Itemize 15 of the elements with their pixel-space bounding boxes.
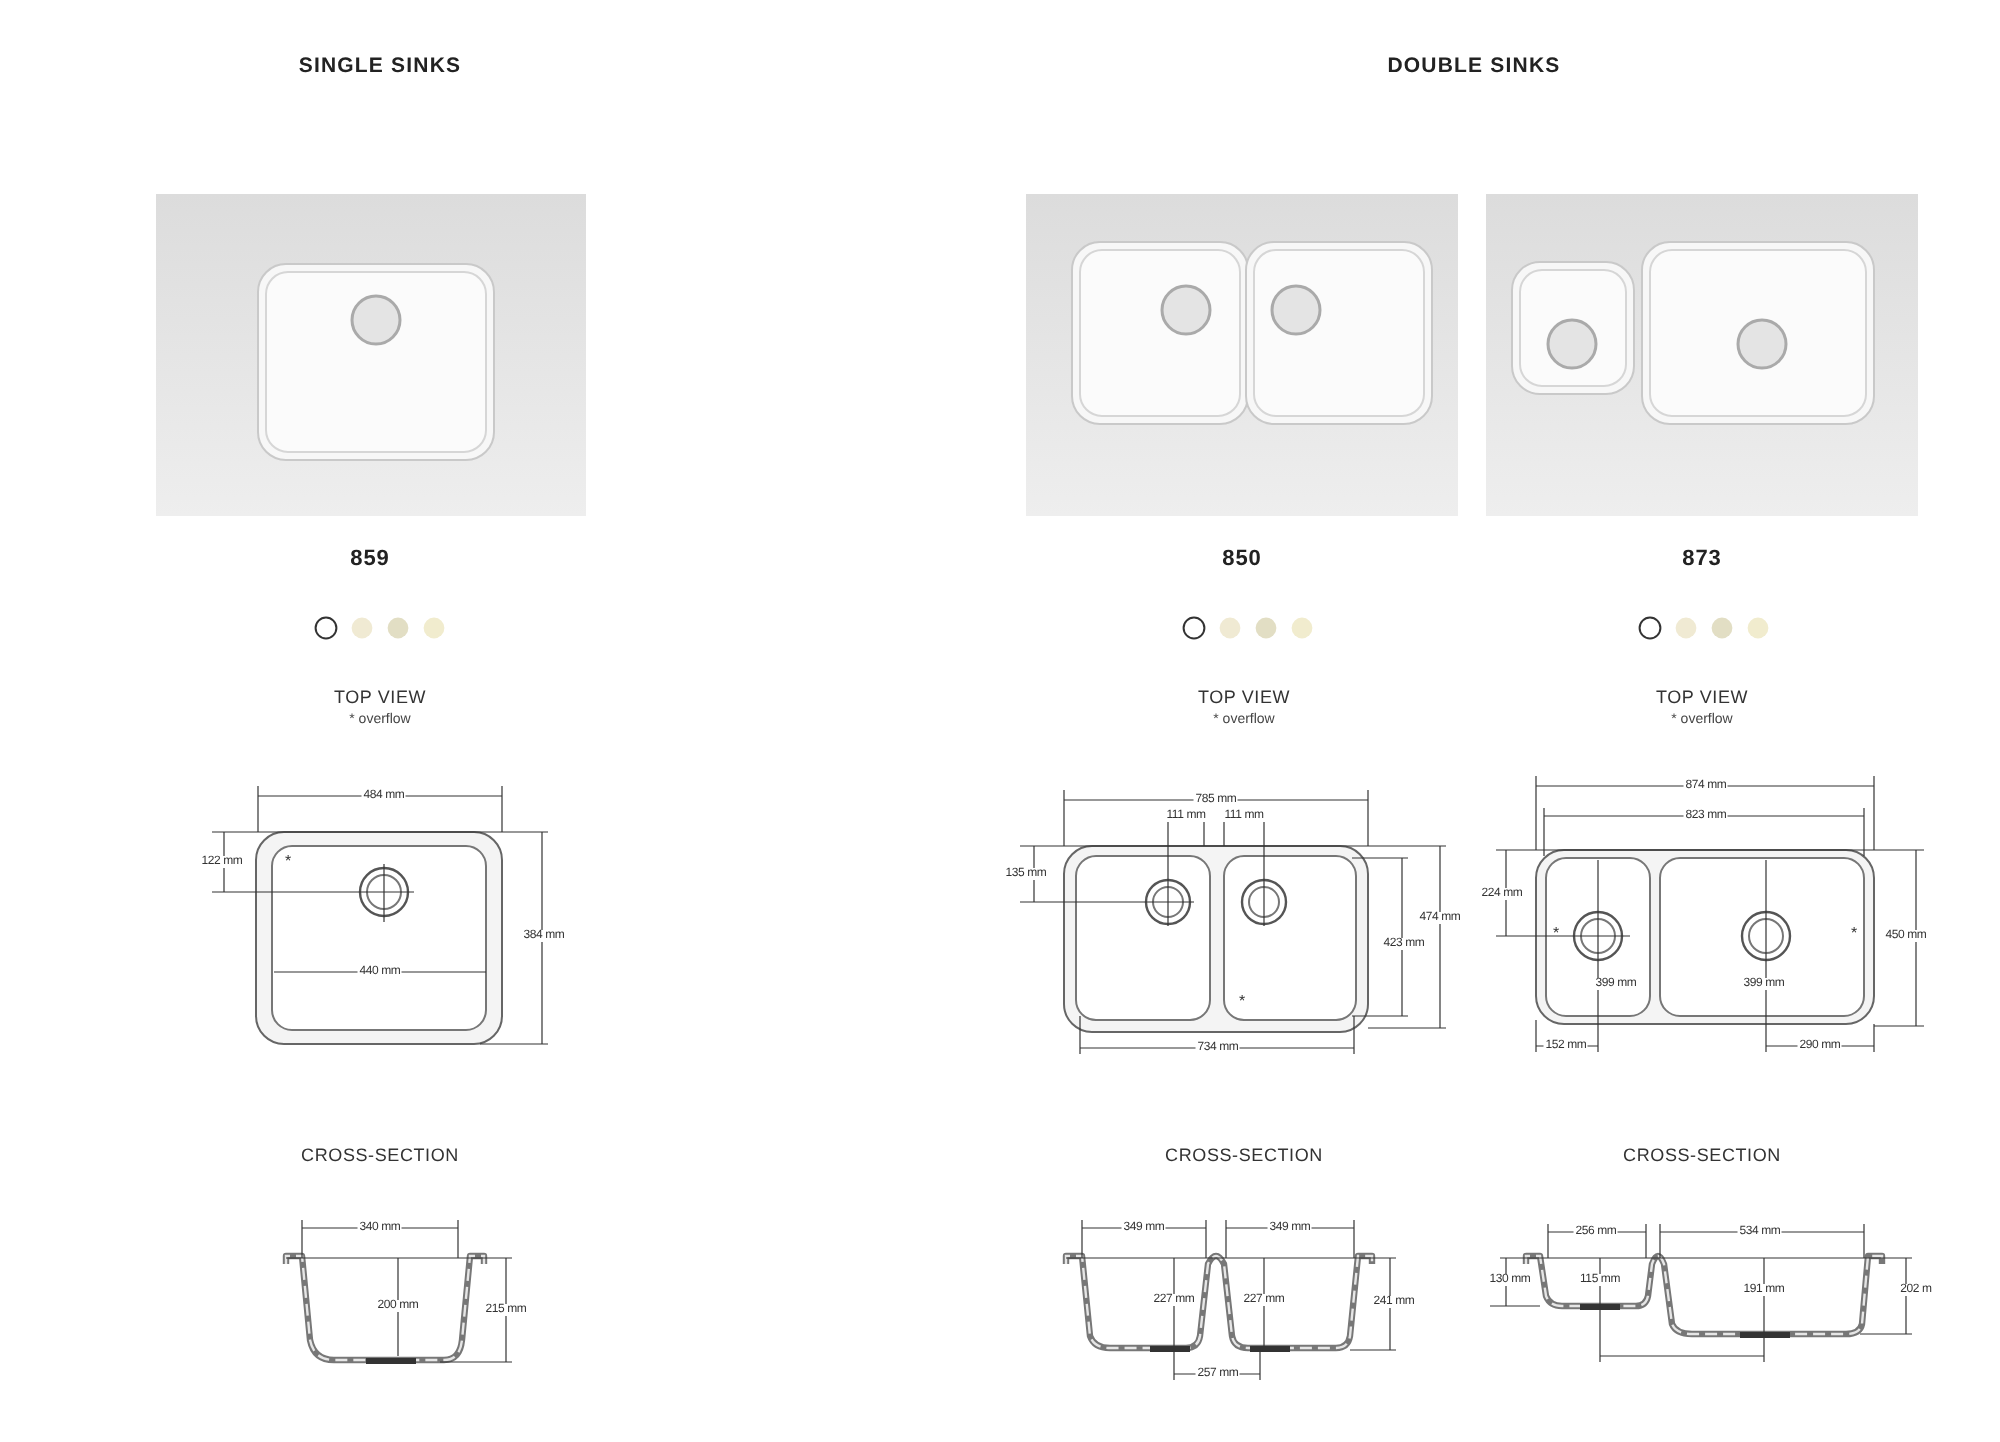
view-heading: TOP VIEW <box>1197 689 1291 707</box>
view-heading: CROSS-SECTION <box>1623 1147 1781 1165</box>
view-heading: CROSS-SECTION <box>301 1147 459 1165</box>
model-number: 850 <box>1222 549 1262 571</box>
overflow-marker: * <box>284 854 292 870</box>
overflow-marker: * <box>1552 926 1560 942</box>
section-heading: DOUBLE SINKS <box>1387 55 1561 77</box>
model-number: 873 <box>1682 549 1722 571</box>
view-heading: TOP VIEW <box>333 689 427 707</box>
overflow-marker: * <box>1850 926 1858 942</box>
section-heading: SINGLE SINKS <box>298 55 462 77</box>
view-heading: CROSS-SECTION <box>1165 1147 1323 1165</box>
overflow-marker: * <box>1238 994 1246 1010</box>
model-number: 859 <box>350 549 390 571</box>
view-heading: TOP VIEW <box>1655 689 1749 707</box>
